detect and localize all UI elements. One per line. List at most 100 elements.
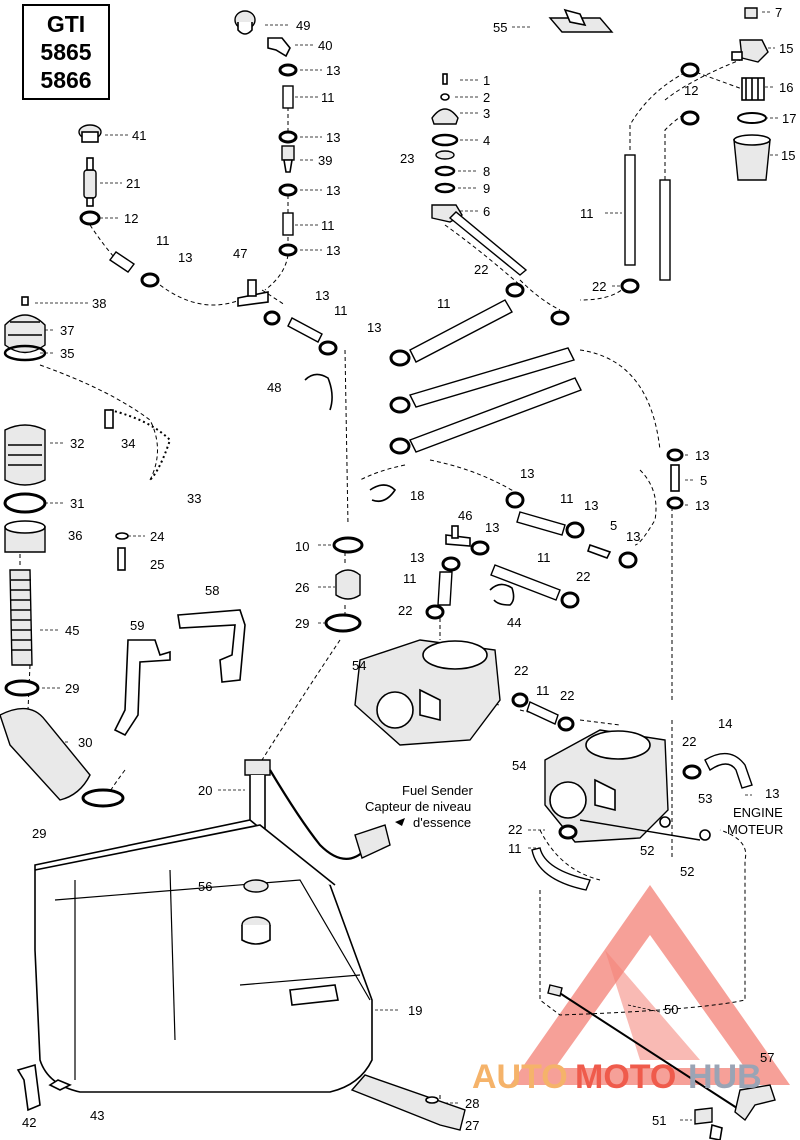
label-57: 57 bbox=[760, 1050, 774, 1065]
part-15-filter-bowl bbox=[733, 134, 771, 181]
label-11-k: 11 bbox=[508, 841, 522, 856]
label-13-e: 13 bbox=[178, 250, 192, 265]
label-27: 27 bbox=[465, 1118, 479, 1133]
part-9-ring bbox=[434, 182, 456, 194]
label-52-a: 52 bbox=[640, 843, 654, 858]
part-27-strap bbox=[350, 1074, 466, 1131]
label-39: 39 bbox=[318, 153, 332, 168]
label-11-h: 11 bbox=[537, 550, 551, 565]
label-13-k: 13 bbox=[584, 498, 598, 513]
label-49: 49 bbox=[296, 18, 310, 33]
label-17: 17 bbox=[782, 111, 796, 126]
label-51: 51 bbox=[652, 1113, 666, 1128]
label-5-a: 5 bbox=[700, 473, 707, 488]
part-41-cap bbox=[78, 124, 102, 143]
label-59: 59 bbox=[130, 618, 144, 633]
part-21-fuel-filter bbox=[83, 157, 97, 207]
label-11-a: 11 bbox=[321, 90, 335, 105]
part-labels: 49 40 13 11 13 39 13 11 13 41 21 12 11 1… bbox=[22, 5, 796, 1133]
label-52-b: 52 bbox=[680, 864, 694, 879]
label-25: 25 bbox=[150, 557, 164, 572]
label-16: 16 bbox=[779, 80, 793, 95]
label-58: 58 bbox=[205, 583, 219, 598]
part-15-filter-head bbox=[731, 39, 769, 63]
part-51-nut bbox=[694, 1107, 723, 1140]
label-11-i: 11 bbox=[403, 571, 417, 586]
fuel-sender-wire bbox=[269, 769, 366, 860]
part-10-clamp bbox=[332, 536, 364, 554]
part-42-bracket bbox=[16, 1063, 41, 1112]
part-44-clip bbox=[489, 583, 515, 606]
label-9: 9 bbox=[483, 181, 490, 196]
label-2: 2 bbox=[483, 90, 490, 105]
hose-11-right-vertical bbox=[620, 154, 671, 294]
label-11-g: 11 bbox=[560, 491, 574, 506]
part-49-filter-cap bbox=[234, 10, 256, 35]
label-5-b: 5 bbox=[610, 518, 617, 533]
label-41: 41 bbox=[132, 128, 146, 143]
label-35: 35 bbox=[60, 346, 74, 361]
label-29-a: 29 bbox=[65, 681, 79, 696]
part-35-o-ring bbox=[3, 344, 47, 362]
label-28: 28 bbox=[465, 1096, 479, 1111]
engine-note: ENGINE MOTEUR bbox=[727, 805, 783, 837]
label-13-l: 13 bbox=[626, 529, 640, 544]
part-17-o-ring bbox=[737, 112, 767, 124]
label-15-b: 15 bbox=[781, 148, 795, 163]
watermark-text: AUTO MOTO HUB bbox=[472, 1058, 762, 1096]
fuel-sender-connector bbox=[354, 824, 391, 859]
label-23: 23 bbox=[400, 151, 414, 166]
fuel-sender-text-fr-2: d'essence bbox=[413, 815, 471, 830]
part-57-handle bbox=[734, 1084, 776, 1122]
label-11-j: 11 bbox=[536, 683, 550, 698]
part-54-carburetor-1 bbox=[354, 639, 501, 746]
hose-11-top-column bbox=[282, 85, 294, 236]
label-45: 45 bbox=[65, 623, 79, 638]
part-8-ring bbox=[434, 165, 456, 177]
label-46: 46 bbox=[458, 508, 472, 523]
part-36-nut bbox=[4, 520, 46, 553]
part-34-screw bbox=[104, 409, 114, 429]
part-33-tether-chain bbox=[109, 409, 172, 481]
label-11-e: 11 bbox=[437, 296, 451, 311]
label-36: 36 bbox=[68, 528, 82, 543]
label-22-d: 22 bbox=[398, 603, 412, 618]
part-29-clamp-center bbox=[324, 613, 362, 633]
label-54-b: 54 bbox=[512, 758, 526, 773]
label-13-n: 13 bbox=[410, 550, 424, 565]
label-13-d: 13 bbox=[326, 243, 340, 258]
part-6-fuel-valve bbox=[431, 204, 528, 276]
label-20: 20 bbox=[198, 783, 212, 798]
label-13-f: 13 bbox=[315, 288, 329, 303]
label-34: 34 bbox=[121, 436, 135, 451]
model-number-1: 5865 bbox=[40, 39, 92, 65]
model-number-2: 5866 bbox=[40, 67, 92, 93]
label-10: 10 bbox=[295, 539, 309, 554]
label-15-a: 15 bbox=[779, 41, 793, 56]
part-14-engine-hose bbox=[704, 752, 753, 789]
label-13-b: 13 bbox=[326, 130, 340, 145]
part-31-washer bbox=[3, 492, 47, 514]
label-12-a: 12 bbox=[124, 211, 138, 226]
hose-11-mid-short bbox=[425, 556, 461, 620]
label-18: 18 bbox=[410, 488, 424, 503]
label-13-m: 13 bbox=[485, 520, 499, 535]
label-22-e: 22 bbox=[514, 663, 528, 678]
part-30-filler-hose bbox=[0, 707, 91, 801]
label-37: 37 bbox=[60, 323, 74, 338]
part-16-filter-element bbox=[741, 77, 765, 101]
part-28-screw bbox=[425, 1096, 439, 1104]
part-45-vent-hose bbox=[9, 569, 33, 666]
part-48-clip bbox=[304, 373, 333, 411]
label-22-a: 22 bbox=[474, 262, 488, 277]
part-54-carburetor-2 bbox=[544, 729, 669, 843]
fuel-sender-text-en: Fuel Sender bbox=[402, 783, 473, 798]
label-22-c: 22 bbox=[576, 569, 590, 584]
label-50: 50 bbox=[664, 1002, 678, 1017]
label-47: 47 bbox=[233, 246, 247, 261]
label-13-c: 13 bbox=[326, 183, 340, 198]
label-56: 56 bbox=[198, 879, 212, 894]
label-44: 44 bbox=[507, 615, 521, 630]
label-30: 30 bbox=[78, 735, 92, 750]
label-11-d: 11 bbox=[334, 303, 348, 318]
